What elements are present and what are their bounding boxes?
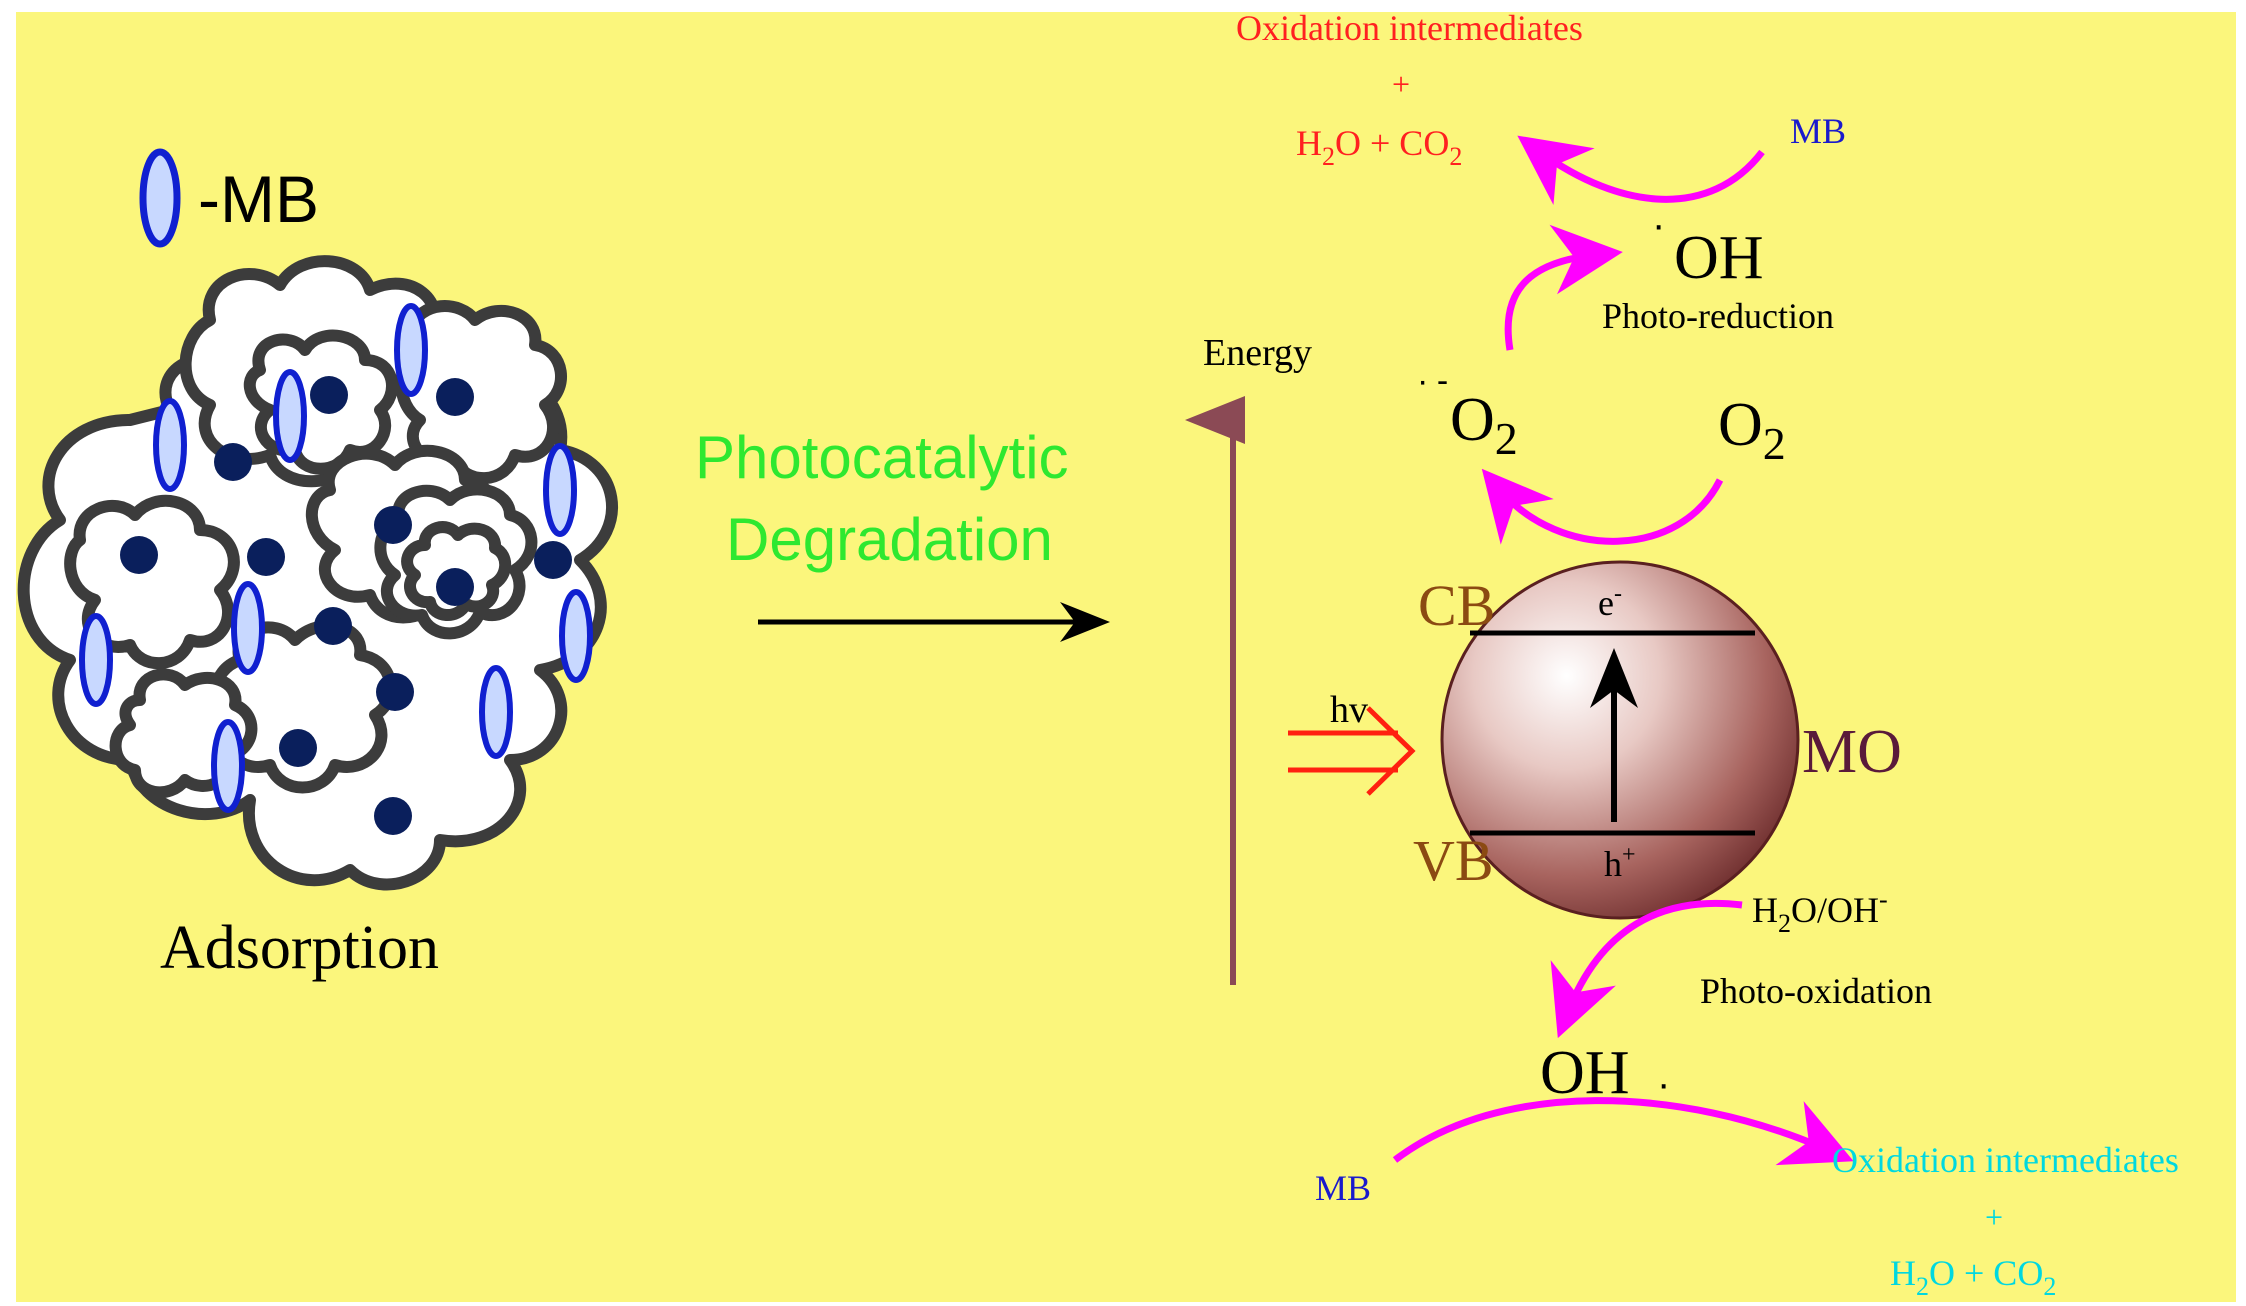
bottom-products-line1: Oxidation intermediates	[1832, 1140, 2179, 1180]
catalyst-dot	[374, 506, 412, 544]
mb-legend-icon	[139, 148, 181, 248]
catalyst-dot	[436, 378, 474, 416]
water-oxidation-arrow	[1550, 899, 1743, 1039]
hole-label: h+	[1604, 842, 1636, 884]
cb-label: CB	[1418, 573, 1495, 638]
mb-legend: -MB	[139, 148, 319, 248]
catalyst-dot	[374, 797, 412, 835]
superoxide-to-oh-arrow	[1504, 224, 1623, 351]
catalyst-dot	[310, 376, 348, 414]
catalyst-dot	[120, 536, 158, 574]
mb-molecule	[479, 665, 513, 759]
oh-bottom-label: OH	[1540, 1039, 1630, 1107]
mb-oxidation-arrow-top	[1517, 135, 1765, 205]
mb-molecules	[79, 303, 593, 813]
mb-top-label: MB	[1790, 111, 1846, 151]
oh-top-dot: ·	[1652, 203, 1665, 247]
particle-cloud	[64, 494, 240, 670]
adsorption-label: Adsorption	[160, 914, 439, 982]
superoxide-label: O2	[1450, 386, 1518, 464]
o2-reduction-arrow	[1481, 468, 1724, 545]
top-products-formula: H2O + CO2	[1296, 123, 1462, 171]
catalyst-dot	[534, 541, 572, 579]
catalyst-dot	[436, 568, 474, 606]
process-title-line1: Photocatalytic	[695, 424, 1069, 491]
photo-reduction-label: Photo-reduction	[1602, 296, 1834, 336]
vb-label: VB	[1413, 828, 1494, 893]
top-products-plus: +	[1392, 66, 1410, 102]
bottom-products-formula: H2O + CO2	[1890, 1253, 2056, 1301]
mb-bottom-label: MB	[1315, 1168, 1371, 1208]
mb-molecule	[559, 589, 593, 683]
mo-sphere	[1440, 560, 1800, 920]
catalyst-dot	[214, 443, 252, 481]
o2-label: O2	[1718, 391, 1786, 469]
catalyst-dot	[314, 607, 352, 645]
bottom-products-plus: +	[1985, 1199, 2003, 1235]
top-products: Oxidation intermediates + H2O + CO2	[1236, 8, 1583, 171]
catalyst-dot	[279, 729, 317, 767]
mb-molecule	[394, 303, 428, 397]
catalyst-dot	[376, 673, 414, 711]
mb-legend-label: -MB	[198, 162, 319, 236]
catalyst-dot	[247, 538, 285, 576]
mb-oxidation-arrow-bottom	[1392, 1097, 1854, 1166]
h2o-oh-label: H2O/OH-	[1752, 885, 1888, 938]
electron-label: e-	[1598, 581, 1622, 623]
catalyst-dots	[120, 376, 572, 835]
photo-oxidation-label: Photo-oxidation	[1700, 971, 1932, 1011]
oh-top-label: OH	[1674, 224, 1764, 292]
top-products-line1: Oxidation intermediates	[1236, 8, 1583, 48]
mb-molecule	[153, 398, 187, 492]
hv-label: hv	[1330, 689, 1368, 731]
mb-molecule	[543, 443, 577, 537]
superoxide-radical-mark: ∙ -	[1418, 362, 1448, 400]
light-arrow	[1288, 706, 1416, 796]
process-title-line2: Degradation	[726, 506, 1053, 573]
oh-bottom-dot: ·	[1657, 1062, 1670, 1106]
mb-molecule	[211, 719, 245, 813]
energy-label: Energy	[1203, 332, 1312, 374]
mb-molecule	[231, 581, 265, 675]
mo-label: MO	[1802, 718, 1902, 786]
mb-molecule	[273, 369, 307, 463]
semiconductor-particle: e- h+	[1440, 560, 1800, 920]
mb-molecule	[79, 613, 113, 707]
bottom-products: Oxidation intermediates + H2O + CO2	[1832, 1140, 2179, 1301]
